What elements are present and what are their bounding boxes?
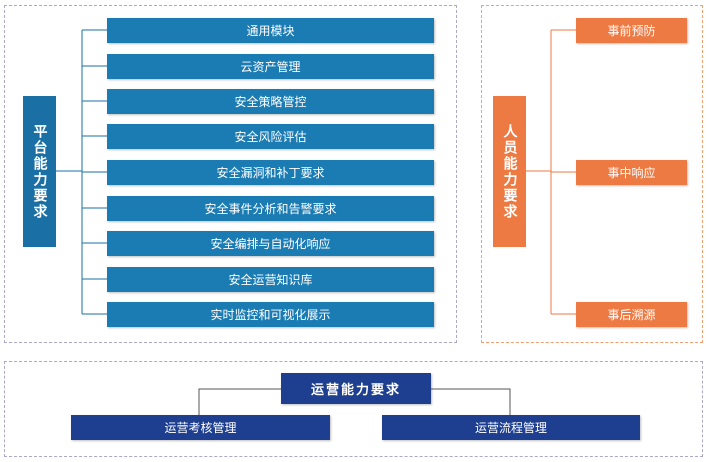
operations-item-process: 运营流程管理 xyxy=(382,415,640,440)
platform-item-monitoring: 实时监控和可视化展示 xyxy=(107,302,434,327)
platform-item-risk-assessment: 安全风险评估 xyxy=(107,124,434,149)
platform-panel xyxy=(4,5,457,343)
platform-item-event-alert: 安全事件分析和告警要求 xyxy=(107,196,434,221)
personnel-phase-prevention: 事前预防 xyxy=(576,18,687,43)
personnel-panel xyxy=(481,5,703,343)
operations-title: 运营能力要求 xyxy=(281,373,431,404)
platform-item-vuln-patch: 安全漏洞和补丁要求 xyxy=(107,160,434,185)
platform-item-cloud-asset: 云资产管理 xyxy=(107,54,434,79)
personnel-phase-tracing: 事后溯源 xyxy=(576,302,687,327)
operations-panel xyxy=(4,361,703,457)
platform-item-knowledge-base: 安全运营知识库 xyxy=(107,267,434,292)
platform-item-soar: 安全编排与自动化响应 xyxy=(107,231,434,256)
platform-title: 平台能力要求 xyxy=(23,96,56,247)
personnel-phase-response: 事中响应 xyxy=(576,160,687,185)
operations-item-assessment: 运营考核管理 xyxy=(71,415,330,440)
personnel-title: 人员能力要求 xyxy=(493,96,526,247)
platform-item-general-module: 通用模块 xyxy=(107,18,434,43)
platform-item-security-policy: 安全策略管控 xyxy=(107,89,434,114)
